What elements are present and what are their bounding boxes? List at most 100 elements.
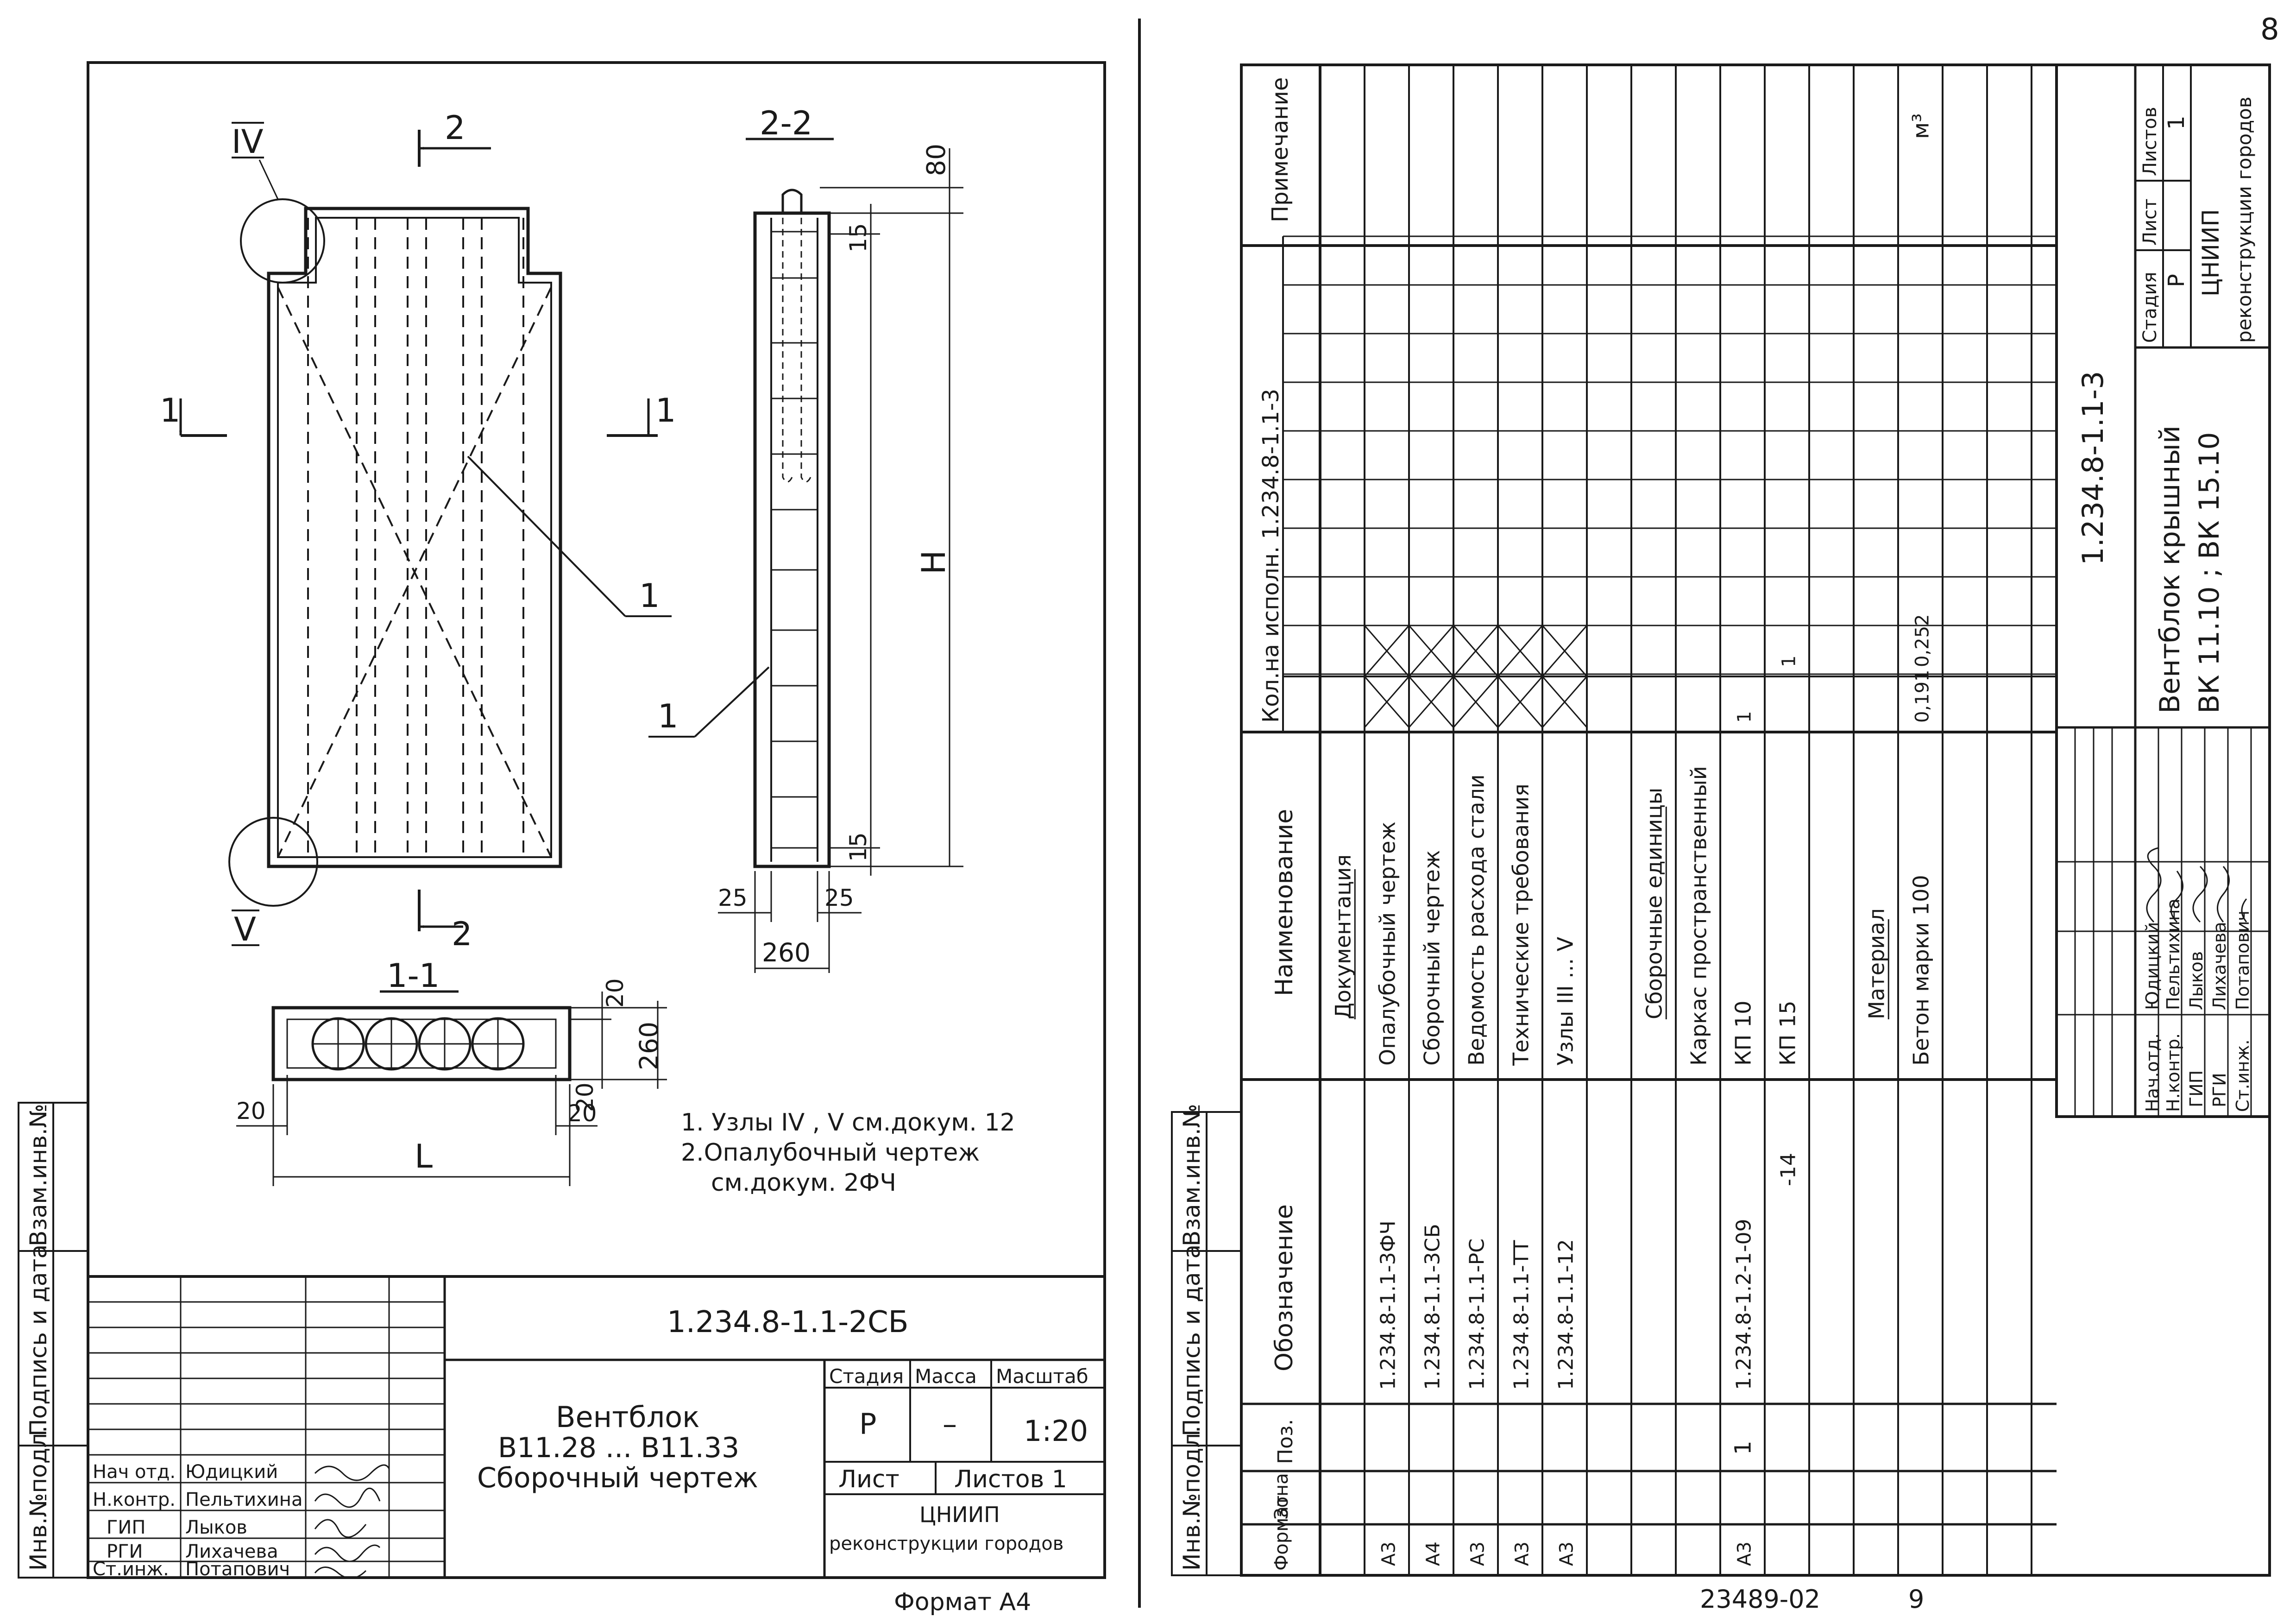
header-pos: Поз. (1274, 1419, 1297, 1464)
right-role-4: РГИ (2209, 1073, 2230, 1107)
section-2-2-title: 2-2 (760, 104, 812, 142)
right-name-3: Лыков (2186, 951, 2207, 1010)
dim-15-bottom: 15 (845, 832, 872, 862)
left-name-4: Лихачева (185, 1541, 278, 1562)
section-1-1-view: 1-1 (236, 957, 667, 1186)
header-zone: Зона (1271, 1473, 1292, 1520)
dim-260-plan: 260 (634, 1022, 664, 1070)
row-note: м³ (1908, 114, 1934, 139)
left-org-1: ЦНИИП (919, 1502, 1000, 1527)
row-name: Сборочный чертеж (1419, 850, 1444, 1066)
right-stage-value: Р (2164, 274, 2189, 287)
left-side-label-1: Инв.№подл. (25, 1426, 52, 1571)
left-stamp-title-1: Вентблок (556, 1400, 700, 1434)
row-section-heading: Материал (1864, 908, 1889, 1019)
format-note: Формат А4 (894, 1588, 1031, 1616)
left-name-2: Пельтихина (185, 1489, 302, 1510)
row-section-heading: Сборочные единицы (1642, 788, 1667, 1019)
left-side-strip: Инв.№подл. Подпись и дата Взам.инв.№ (18, 1102, 89, 1579)
right-sheet: Инв.№подл. Подпись и дата Взам.инв.№ Фор… (1171, 63, 2271, 1614)
right-name-1: Юдицкий (2142, 922, 2163, 1010)
left-mass-header: Масса (915, 1365, 977, 1388)
note-2: 2.Опалубочный чертеж (681, 1139, 980, 1167)
section-mark-1-left: 1 (160, 392, 181, 430)
row-format: А4 (1422, 1541, 1444, 1566)
page-number: 8 (2260, 13, 2279, 47)
left-scale-header: Масштаб (996, 1365, 1088, 1388)
right-name-2: Пельтихина (2163, 898, 2183, 1010)
right-stamp-title-2: ВК 11.10 ; ВК 15.10 (2193, 432, 2226, 714)
right-role-3: ГИП (2186, 1070, 2207, 1107)
header-format: Формат (1271, 1496, 1292, 1571)
section-mark-2-bottom: 2 (452, 915, 472, 953)
callout-1-front: 1 (639, 577, 660, 615)
right-name-5: Потапович (2233, 910, 2253, 1010)
dim-L: L (415, 1137, 433, 1175)
right-title-block: Нач.отд. Н.контр. ГИП РГИ Ст.инж. Юдицки… (2055, 63, 2271, 1118)
spec-row: Каркас пространственный (1686, 766, 1711, 1066)
right-sheets-value: 1 (2164, 115, 2189, 130)
row-name: КП 15 (1775, 1001, 1800, 1066)
node-iv-label: IV (232, 123, 264, 161)
row-name: Опалубочный чертеж (1375, 821, 1400, 1066)
left-role-2: Н.контр. (93, 1489, 176, 1510)
spec-table-header: Формат Зона Поз. Обозначение Наименовани… (1258, 77, 1298, 1571)
row-name: Узлы III ... V (1553, 936, 1578, 1066)
row-qty-1: 1 (1734, 711, 1755, 723)
spec-row: Сборочные единицы (1642, 788, 1667, 1019)
front-view: IV V 2 2 1 1 1 (160, 109, 676, 953)
row-format: А3 (1467, 1541, 1488, 1566)
right-stamp-title-1: Вентблок крышный (2154, 425, 2186, 714)
dim-20-left: 20 (236, 1098, 266, 1124)
dim-15-top: 15 (845, 223, 872, 253)
bottom-code: 23489-02 (1700, 1585, 1820, 1614)
header-qty: Кол.на исполн. 1.234.8-1.1-3 (1258, 389, 1284, 723)
left-mass-value: – (943, 1407, 957, 1441)
note-2-cont: см.докум. 2ФЧ (711, 1169, 896, 1197)
left-frame (87, 61, 1106, 1579)
left-role-1: Нач отд. (93, 1461, 176, 1483)
row-name: Бетон марки 100 (1908, 875, 1933, 1066)
row-position: 1 (1730, 1440, 1756, 1455)
right-role-1: Нач.отд. (2142, 1033, 2163, 1112)
left-sheet: Инв.№подл. Подпись и дата Взам.инв.№ (18, 61, 1106, 1616)
dim-20-right: 20 (572, 1082, 598, 1112)
section-2-2-view: 2-2 (648, 104, 963, 973)
dim-20-right-bottom: 20 (567, 1100, 597, 1127)
left-scale-value: 1:20 (1024, 1414, 1088, 1448)
row-name: Ведомость расхода стали (1464, 774, 1489, 1066)
right-side-strip: Инв.№подл. Подпись и дата Взам.инв.№ (1171, 1104, 1242, 1576)
left-name-5: Потапович (185, 1559, 290, 1580)
section-mark-1-right: 1 (655, 392, 676, 430)
node-v-circle (228, 817, 318, 907)
right-name-4: Лихачева (2209, 922, 2230, 1010)
right-role-5: Ст.инж. (2233, 1039, 2253, 1112)
left-role-4: РГИ (107, 1541, 143, 1562)
right-org-2: реконструкции городов (2233, 96, 2256, 343)
left-stamp-code: 1.234.8-1.1-2СБ (667, 1305, 909, 1339)
row-qty-2: 1 (1778, 656, 1799, 667)
right-stamp-code: 1.234.8-1.1-3 (2076, 371, 2110, 565)
right-side-label-2: Подпись и дата (1178, 1244, 1205, 1436)
specification-table (1241, 65, 2057, 1575)
left-role-5: Ст.инж. (93, 1559, 169, 1580)
row-qty-2: 0,252 (1912, 614, 1933, 667)
section-1-1-title: 1-1 (387, 957, 440, 995)
row-format: А3 (1511, 1541, 1533, 1566)
row-designation: -14 (1776, 1153, 1800, 1186)
node-iv-circle (240, 198, 325, 284)
left-stage-value: Р (859, 1407, 876, 1441)
dim-25-left: 25 (718, 884, 748, 911)
notes: 1. Узлы IV , V см.докум. 12 2.Опалубочны… (681, 1109, 1015, 1197)
header-designation: Обозначение (1271, 1204, 1298, 1371)
left-sheets-label: Листов 1 (954, 1465, 1067, 1493)
row-name: КП 10 (1730, 1001, 1755, 1066)
